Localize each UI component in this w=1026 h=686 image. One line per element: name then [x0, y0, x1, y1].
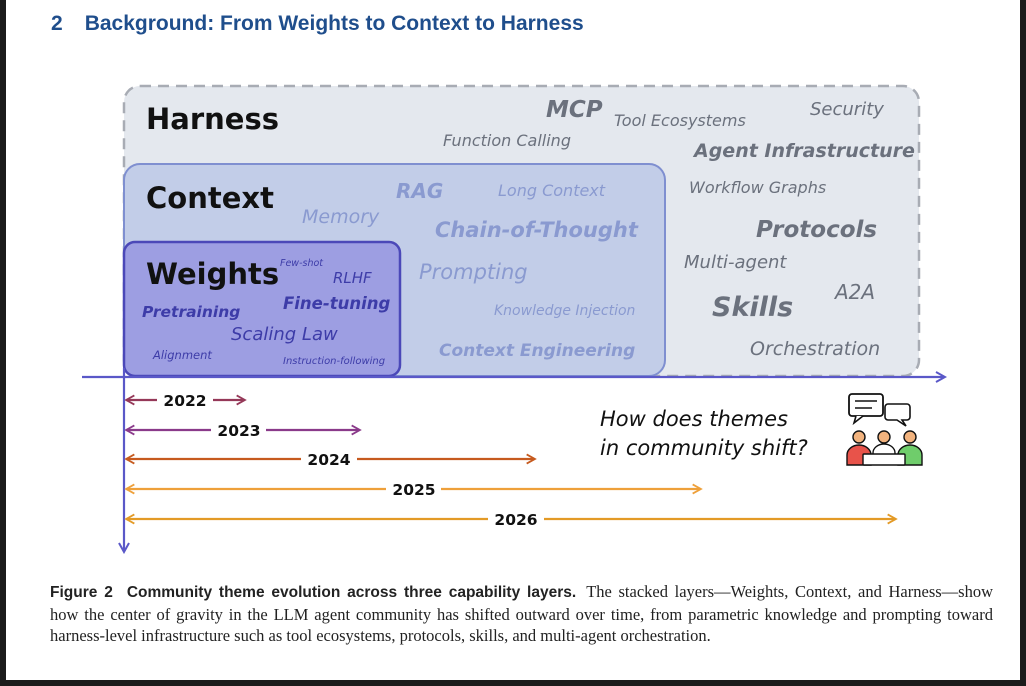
term-pretraining: Pretraining [142, 303, 240, 321]
term-rag: RAG [396, 179, 443, 203]
term-alignment: Alignment [152, 348, 212, 362]
term-orchestration: Orchestration [750, 338, 880, 360]
term-workflow-graphs: Workflow Graphs [689, 178, 826, 197]
context-layer-title: Context [146, 181, 274, 215]
year-label-2023: 2023 [217, 422, 260, 440]
question-line-2: in community shift? [600, 436, 808, 460]
harness-layer-title: Harness [146, 102, 279, 136]
term-fine-tuning: Fine-tuning [283, 294, 390, 313]
term-scaling-law: Scaling Law [231, 324, 338, 345]
year-label-2026: 2026 [494, 511, 537, 529]
figure-caption: Figure 2 Community theme evolution across… [50, 581, 993, 647]
paper-page: 2 Background: From Weights to Context to … [6, 0, 1020, 680]
theme-evolution-figure: Harness Context Weights MCP Tool Ecosyst… [82, 84, 1020, 570]
term-protocols: Protocols [756, 217, 877, 243]
caption-text: The stacked layers—Weights, Context, and… [50, 582, 993, 645]
term-mcp: MCP [546, 97, 603, 123]
year-span-2022: 2022 [127, 392, 244, 410]
year-span-2024: 2024 [127, 451, 534, 469]
term-few-shot: Few-shot [280, 258, 324, 269]
term-function-calling: Function Calling [443, 131, 571, 150]
term-skills: Skills [712, 292, 793, 323]
term-prompting: Prompting [419, 260, 528, 284]
term-knowledge-injection: Knowledge Injection [494, 303, 635, 319]
caption-label: Figure 2 [50, 584, 113, 601]
term-rlhf: RLHF [333, 269, 372, 287]
term-long-context: Long Context [498, 181, 606, 200]
weights-layer-title: Weights [146, 257, 279, 291]
term-tool-ecosystems: Tool Ecosystems [614, 111, 746, 130]
year-label-2024: 2024 [307, 451, 350, 469]
section-heading: 2 Background: From Weights to Context to … [51, 12, 584, 36]
term-chain-of-thought: Chain-of-Thought [435, 218, 639, 242]
term-a2a: A2A [833, 280, 875, 304]
year-span-2026: 2026 [127, 511, 895, 529]
term-agent-infrastructure: Agent Infrastructure [692, 140, 915, 162]
term-memory: Memory [302, 206, 380, 228]
term-multi-agent: Multi-agent [684, 252, 787, 273]
question-line-1: How does themes [600, 407, 788, 431]
year-label-2025: 2025 [392, 481, 435, 499]
caption-title: Community theme evolution across three c… [126, 584, 577, 601]
year-label-2022: 2022 [163, 392, 206, 410]
term-instruction-following: Instruction-following [283, 356, 385, 367]
community-discussion-icon [846, 393, 923, 466]
year-span-2025: 2025 [127, 481, 700, 499]
term-context-engineering: Context Engineering [439, 341, 635, 361]
section-title: Background: From Weights to Context to H… [84, 12, 584, 35]
term-security: Security [810, 99, 884, 120]
section-number: 2 [51, 12, 63, 35]
year-span-2023: 2023 [127, 422, 359, 440]
